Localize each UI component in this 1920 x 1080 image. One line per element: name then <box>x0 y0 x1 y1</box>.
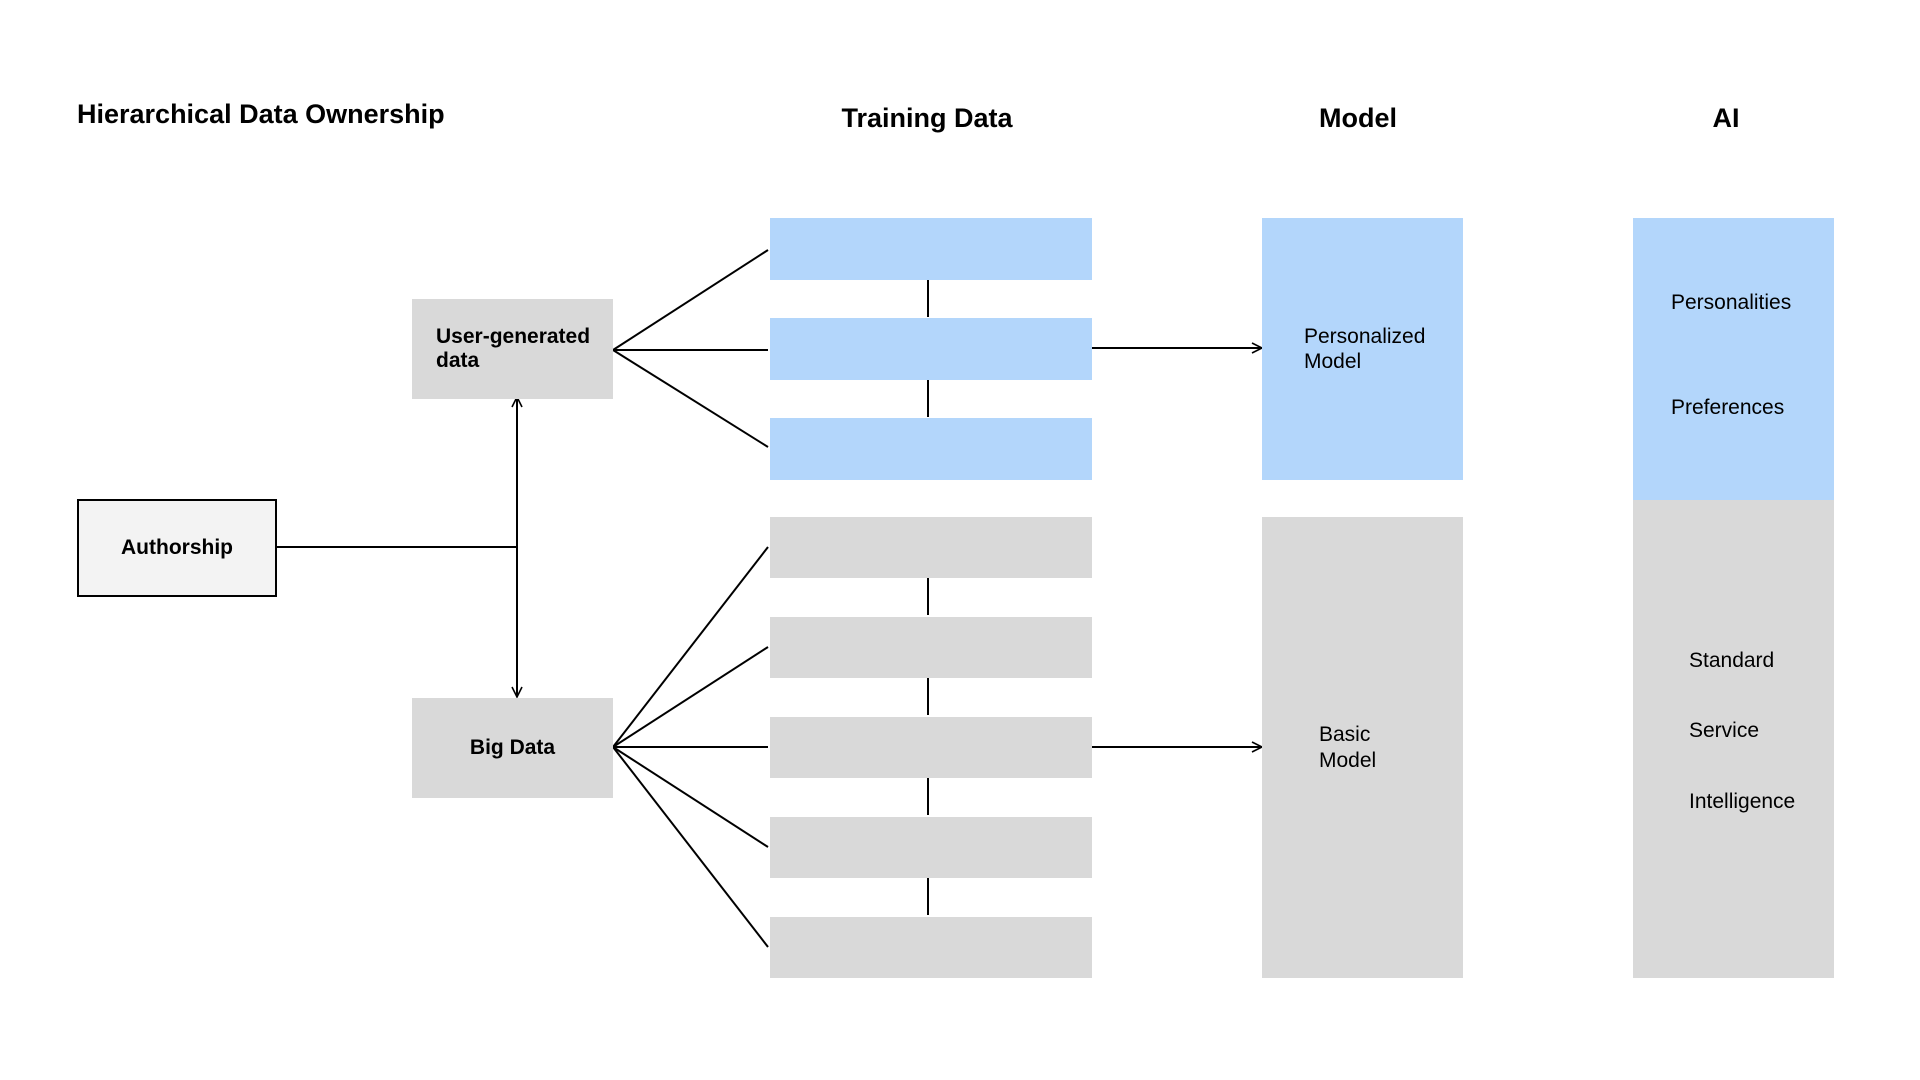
training-data-block-general <box>770 917 1092 978</box>
ai-standard-label: Standard <box>1689 649 1775 672</box>
fan-big-5 <box>612 746 769 948</box>
user-generated-data-node: User-generated data <box>412 299 613 399</box>
ai-standard-block: Standard Service Intelligence <box>1633 500 1834 978</box>
fan-user-3 <box>612 349 769 448</box>
column-heading-training-data: Training Data <box>841 103 1013 133</box>
diagram-title: Hierarchical Data Ownership <box>77 99 445 129</box>
personalized-model-label: Personalized Model <box>1304 324 1426 373</box>
fan-big-1 <box>612 546 769 748</box>
fan-big-4 <box>612 746 769 848</box>
basic-model-label: Basic Model <box>1319 723 1377 772</box>
fan-user-1 <box>612 249 769 351</box>
training-data-block-general <box>770 817 1092 878</box>
ai-service-label: Service <box>1689 719 1760 742</box>
training-data-block-general <box>770 717 1092 778</box>
ai-personal-block: Personalities Preferences <box>1633 218 1834 500</box>
ai-intelligence-label: Intelligence <box>1689 790 1796 813</box>
authorship-node: Authorship <box>77 499 277 597</box>
training-data-block-personal <box>770 318 1092 380</box>
big-data-node: Big Data <box>412 698 613 798</box>
basic-model-node: Basic Model <box>1262 517 1463 978</box>
personalized-model-node: Personalized Model <box>1262 218 1463 480</box>
fan-big-2 <box>612 646 769 748</box>
column-heading-model: Model <box>1319 103 1397 133</box>
user-generated-data-label: User-generated data <box>436 324 591 372</box>
training-data-block-general <box>770 517 1092 578</box>
authorship-label: Authorship <box>121 535 233 559</box>
training-data-block-personal <box>770 218 1092 280</box>
training-data-block-general <box>770 617 1092 678</box>
ai-personalities-label: Personalities <box>1671 291 1792 314</box>
column-heading-ai: AI <box>1712 103 1740 133</box>
ai-preferences-label: Preferences <box>1671 396 1785 419</box>
big-data-label: Big Data <box>469 735 556 759</box>
training-data-block-personal <box>770 418 1092 480</box>
